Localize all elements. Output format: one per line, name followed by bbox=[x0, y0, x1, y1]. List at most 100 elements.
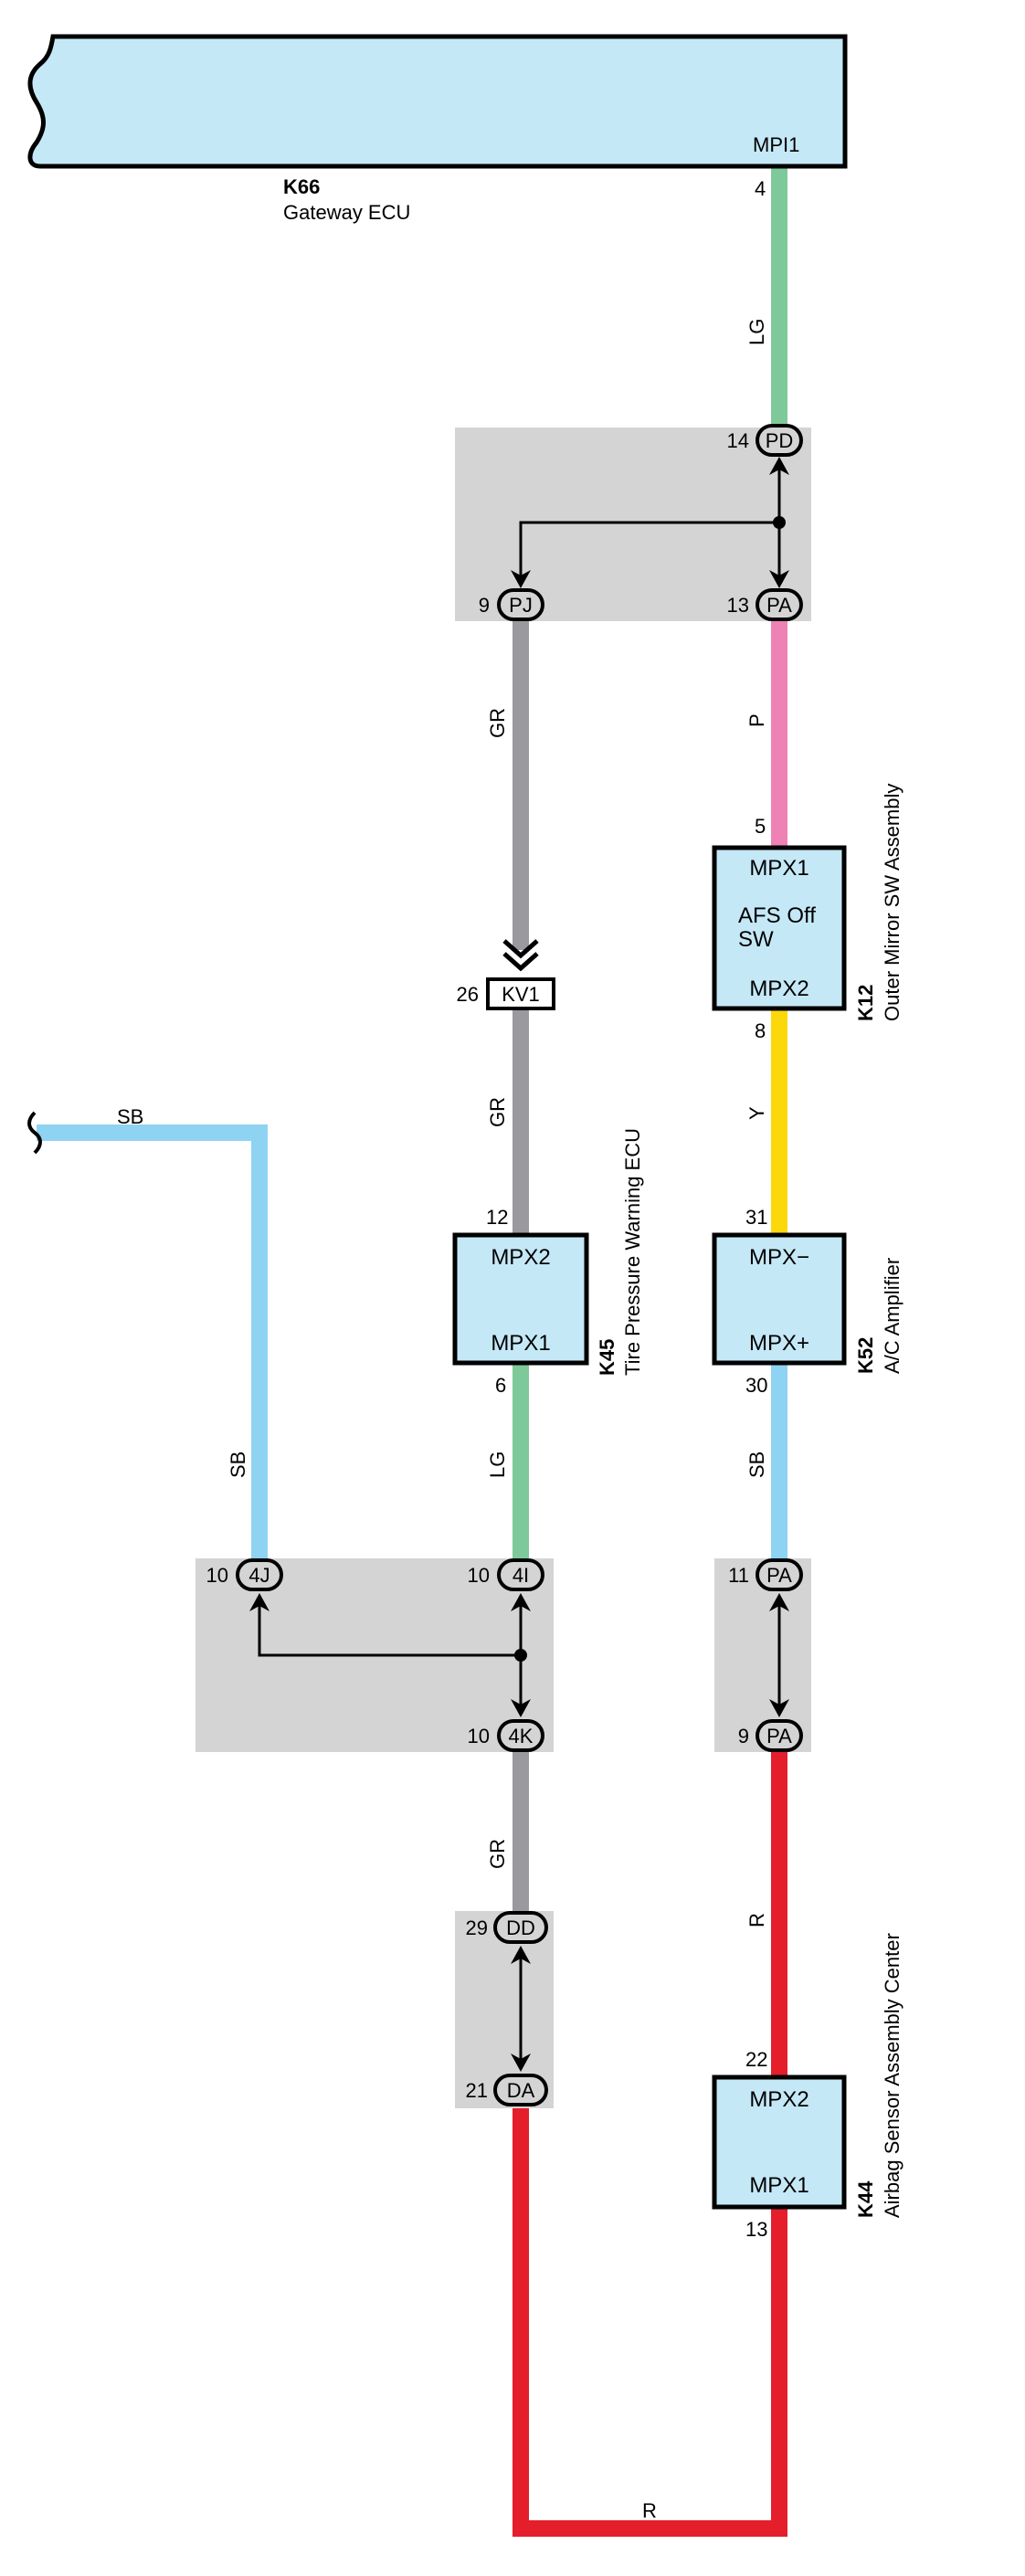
k52-name: A/C Amplifier bbox=[881, 1258, 903, 1374]
k44-pin-top: 22 bbox=[745, 2048, 767, 2071]
connector-4j-pin: 10 bbox=[206, 1564, 228, 1587]
connector-da-pin: 21 bbox=[466, 2079, 488, 2102]
connector-kv1 bbox=[486, 977, 555, 1010]
k12-line1: MPX1 bbox=[749, 856, 808, 881]
k45-line2: MPX1 bbox=[491, 1331, 550, 1356]
arrow-down-icon bbox=[511, 2053, 531, 2072]
wire-label-lg-mid: LG bbox=[486, 1452, 509, 1478]
connector-pa bbox=[756, 588, 803, 621]
wire-label-r-bottom: R bbox=[642, 2499, 657, 2522]
k12-line4: MPX2 bbox=[749, 977, 808, 1001]
connector-4i bbox=[497, 1558, 544, 1591]
wire-r-bottom bbox=[512, 2108, 787, 2537]
k45-name: Tire Pressure Warning ECU bbox=[621, 1128, 644, 1376]
wire-label-r-right: R bbox=[745, 1913, 768, 1927]
gateway-ecu-box bbox=[27, 34, 848, 169]
connector-da-label: DA bbox=[507, 2079, 535, 2102]
connector-kv1-pin: 26 bbox=[457, 983, 479, 1006]
ecu-name: Gateway ECU bbox=[283, 201, 410, 224]
k44-line1: MPX2 bbox=[749, 2087, 808, 2112]
connector-pa-right-bottom bbox=[756, 1719, 803, 1752]
wire-label-gr-low: GR bbox=[486, 1839, 509, 1869]
connector-pa-right-top-pin: 11 bbox=[728, 1564, 749, 1587]
connector-pd-label: PD bbox=[766, 429, 794, 452]
wire-label-p-right: P bbox=[745, 713, 768, 727]
connector-4i-label: 4I bbox=[512, 1564, 529, 1587]
connector-pa-label: PA bbox=[766, 594, 792, 617]
k52-line1: MPX− bbox=[749, 1245, 809, 1270]
arrow-down-icon bbox=[511, 570, 531, 588]
connector-pj-pin: 9 bbox=[479, 594, 490, 617]
k52-pin-top: 31 bbox=[745, 1206, 767, 1229]
ecu-pin-label: MPI1 bbox=[753, 133, 799, 156]
k44-pin-bottom: 13 bbox=[745, 2218, 767, 2241]
connector-4j-label: 4J bbox=[248, 1564, 269, 1587]
connector-pd-pin: 14 bbox=[727, 429, 749, 452]
connector-kv1-label: KV1 bbox=[502, 983, 540, 1006]
ecu-id: K66 bbox=[283, 175, 320, 198]
connector-4k bbox=[497, 1719, 544, 1752]
ecu-pin-number: 4 bbox=[755, 177, 766, 200]
wire-label-gr-left: GR bbox=[486, 708, 509, 738]
junction-top-dot bbox=[773, 516, 786, 529]
arrow-up-icon bbox=[511, 1593, 531, 1611]
connector-dd bbox=[493, 1911, 548, 1944]
k52-line2: MPX+ bbox=[749, 1331, 809, 1356]
connector-pa-pin: 13 bbox=[727, 594, 749, 617]
k44-id: K44 bbox=[854, 2180, 877, 2218]
arrow-up-icon bbox=[511, 1946, 531, 1964]
k52-box bbox=[712, 1232, 847, 1366]
k12-pin-bottom: 8 bbox=[755, 1019, 766, 1042]
connector-4j bbox=[236, 1558, 283, 1591]
k45-id: K45 bbox=[596, 1339, 618, 1376]
k12-line2: AFS Off bbox=[738, 903, 816, 928]
arrow-up-icon bbox=[769, 457, 789, 475]
connector-pa-right-top-label: PA bbox=[766, 1564, 792, 1587]
connector-pa-right-top bbox=[756, 1558, 803, 1591]
k45-line1: MPX2 bbox=[491, 1245, 550, 1270]
connector-pj-label: PJ bbox=[509, 594, 533, 617]
wire-label-sb-right: SB bbox=[745, 1452, 768, 1478]
k45-pin-top: 12 bbox=[486, 1206, 508, 1229]
k44-line2: MPX1 bbox=[749, 2173, 808, 2198]
wire-sb-left bbox=[37, 1124, 268, 1558]
wire-break-icon bbox=[27, 1111, 42, 1155]
connector-4i-pin: 10 bbox=[468, 1564, 490, 1587]
connector-pj bbox=[497, 588, 544, 621]
wire-label-sb-top: SB bbox=[117, 1105, 143, 1128]
junction-mid-link bbox=[258, 1606, 521, 1657]
k12-line3: SW bbox=[738, 927, 774, 952]
wire-label-sb-left: SB bbox=[227, 1452, 249, 1478]
k45-pin-bottom: 6 bbox=[495, 1374, 506, 1397]
chevron-down-icon bbox=[502, 939, 539, 972]
connector-pa-right-bottom-pin: 9 bbox=[738, 1725, 749, 1747]
k44-name: Airbag Sensor Assembly Center bbox=[881, 1933, 903, 2218]
junction-block-right bbox=[714, 1558, 811, 1752]
connector-4k-label: 4K bbox=[509, 1725, 534, 1747]
junction-top-link bbox=[519, 521, 779, 575]
k45-box bbox=[452, 1232, 589, 1366]
connector-pd bbox=[756, 424, 803, 457]
k12-box bbox=[712, 845, 847, 1011]
k12-name: Outer Mirror SW Assembly bbox=[881, 784, 903, 1021]
k52-pin-bottom: 30 bbox=[745, 1374, 767, 1397]
junction-mid-dot bbox=[514, 1649, 527, 1662]
k12-pin-top: 5 bbox=[755, 815, 766, 838]
k12-id: K12 bbox=[854, 985, 877, 1021]
wire-label-lg-top: LG bbox=[745, 319, 768, 345]
connector-da bbox=[493, 2074, 548, 2106]
arrow-down-icon bbox=[769, 1699, 789, 1717]
arrow-up-icon bbox=[769, 1593, 789, 1611]
wire-label-gr-mid: GR bbox=[486, 1097, 509, 1127]
connector-dd-label: DD bbox=[506, 1916, 535, 1939]
k52-id: K52 bbox=[854, 1337, 877, 1374]
connector-4k-pin: 10 bbox=[468, 1725, 490, 1747]
k44-box bbox=[712, 2075, 847, 2210]
arrow-up-icon bbox=[249, 1593, 269, 1611]
wire-label-y: Y bbox=[745, 1106, 768, 1120]
arrow-down-icon bbox=[511, 1699, 531, 1717]
connector-dd-pin: 29 bbox=[466, 1916, 488, 1939]
connector-pa-right-bottom-label: PA bbox=[766, 1725, 792, 1747]
arrow-down-icon bbox=[769, 570, 789, 588]
